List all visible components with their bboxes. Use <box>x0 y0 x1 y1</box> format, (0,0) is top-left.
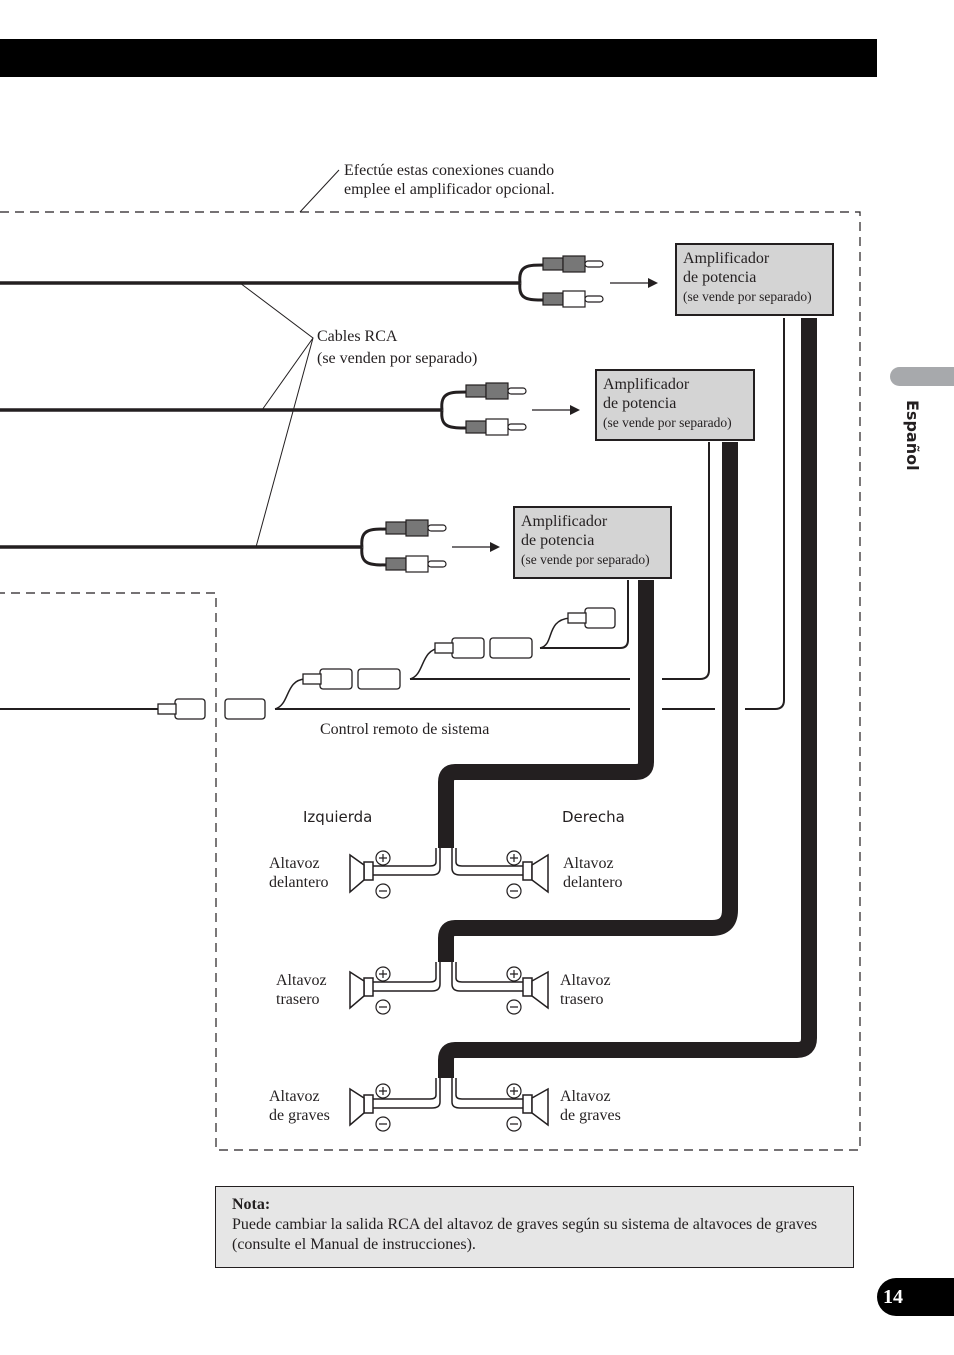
optional-region-border <box>0 211 861 1151</box>
speaker-icon <box>349 970 374 1010</box>
rca-plugs <box>385 255 604 573</box>
speaker-label-line: Altavoz <box>560 1088 611 1105</box>
note-title: Nota: <box>232 1196 271 1213</box>
amp-title: Amplificador <box>603 376 690 393</box>
amp-subtitle: de potencia <box>683 269 757 286</box>
speaker-label-line: trasero <box>560 991 604 1008</box>
rca-split-1 <box>518 263 546 302</box>
speaker-label-front-left: Altavoz delantero <box>269 854 329 892</box>
note-box: Nota: Puede cambiar la salida RCA del al… <box>215 1186 854 1268</box>
note-text: Puede cambiar la salida RCA del altavoz … <box>232 1216 818 1253</box>
rca-cables-label: Cables RCA (se venden por separado) <box>317 327 477 368</box>
amp-subtitle: de potencia <box>521 532 595 549</box>
amp-note: (se vende por separado) <box>603 415 732 430</box>
rca-split-3 <box>360 527 389 567</box>
speaker-label-line: de graves <box>269 1107 330 1124</box>
channel-right-label: Derecha <box>562 808 625 826</box>
arrow-icon <box>570 405 580 415</box>
amp-note: (se vende por separado) <box>521 552 650 567</box>
speaker-harness-sub <box>438 318 817 1078</box>
speaker-label-sub-right: Altavoz de graves <box>560 1087 621 1125</box>
speaker-label-line: delantero <box>563 874 623 891</box>
speaker-icon <box>522 1087 549 1127</box>
speaker-icons <box>349 853 549 1127</box>
amp-title: Amplificador <box>683 250 770 267</box>
amp-subtitle: de potencia <box>603 395 677 412</box>
language-tab <box>890 367 954 386</box>
channel-left-label: Izquierda <box>303 808 373 826</box>
speaker-harness-front <box>438 580 654 848</box>
speaker-icon <box>522 970 549 1010</box>
speaker-label-line: Altavoz <box>563 855 614 872</box>
rca-split-2 <box>440 390 469 430</box>
speaker-label-line: Altavoz <box>269 855 320 872</box>
remote-connectors <box>157 607 616 720</box>
speaker-label-line: Altavoz <box>276 972 327 989</box>
note-leader-line <box>299 169 340 213</box>
amp-title: Amplificador <box>521 513 608 530</box>
amplifier-box-1: Amplificador de potencia (se vende por s… <box>675 243 834 316</box>
rca-label: Cables RCA <box>317 328 398 345</box>
speaker-icon <box>349 1087 374 1127</box>
speaker-label-line: de graves <box>560 1107 621 1124</box>
speaker-label-rear-left: Altavoz trasero <box>276 971 327 1009</box>
amplifier-box-3: Amplificador de potencia (se vende por s… <box>513 506 672 579</box>
language-label: Español <box>903 400 922 471</box>
speaker-label-line: Altavoz <box>269 1088 320 1105</box>
speaker-icon <box>349 853 374 894</box>
speaker-label-front-right: Altavoz delantero <box>563 854 623 892</box>
speaker-label-line: trasero <box>276 991 320 1008</box>
remote-label: Control remoto de sistema <box>320 721 490 738</box>
rca-leader-lines <box>239 282 314 548</box>
speaker-harness-rear <box>438 442 738 962</box>
speaker-label-line: delantero <box>269 874 329 891</box>
optional-note-line: Efectúe estas conexiones cuando <box>344 162 555 179</box>
page-number: 14 <box>877 1278 954 1316</box>
amp-note: (se vende por separado) <box>683 289 812 304</box>
speaker-label-rear-right: Altavoz trasero <box>560 971 611 1009</box>
arrow-icon <box>648 278 658 288</box>
amplifier-box-2: Amplificador de potencia (se vende por s… <box>595 369 755 441</box>
rca-sublabel: (se venden por separado) <box>317 350 478 367</box>
arrow-icon <box>490 542 500 552</box>
optional-note: Efectúe estas conexiones cuando emplee e… <box>344 161 555 199</box>
speaker-icon <box>522 853 549 894</box>
header-bar <box>0 39 877 77</box>
speaker-label-line: Altavoz <box>560 972 611 989</box>
speaker-label-sub-left: Altavoz de graves <box>269 1087 330 1125</box>
optional-note-line: emplee el amplificador opcional. <box>344 181 555 198</box>
